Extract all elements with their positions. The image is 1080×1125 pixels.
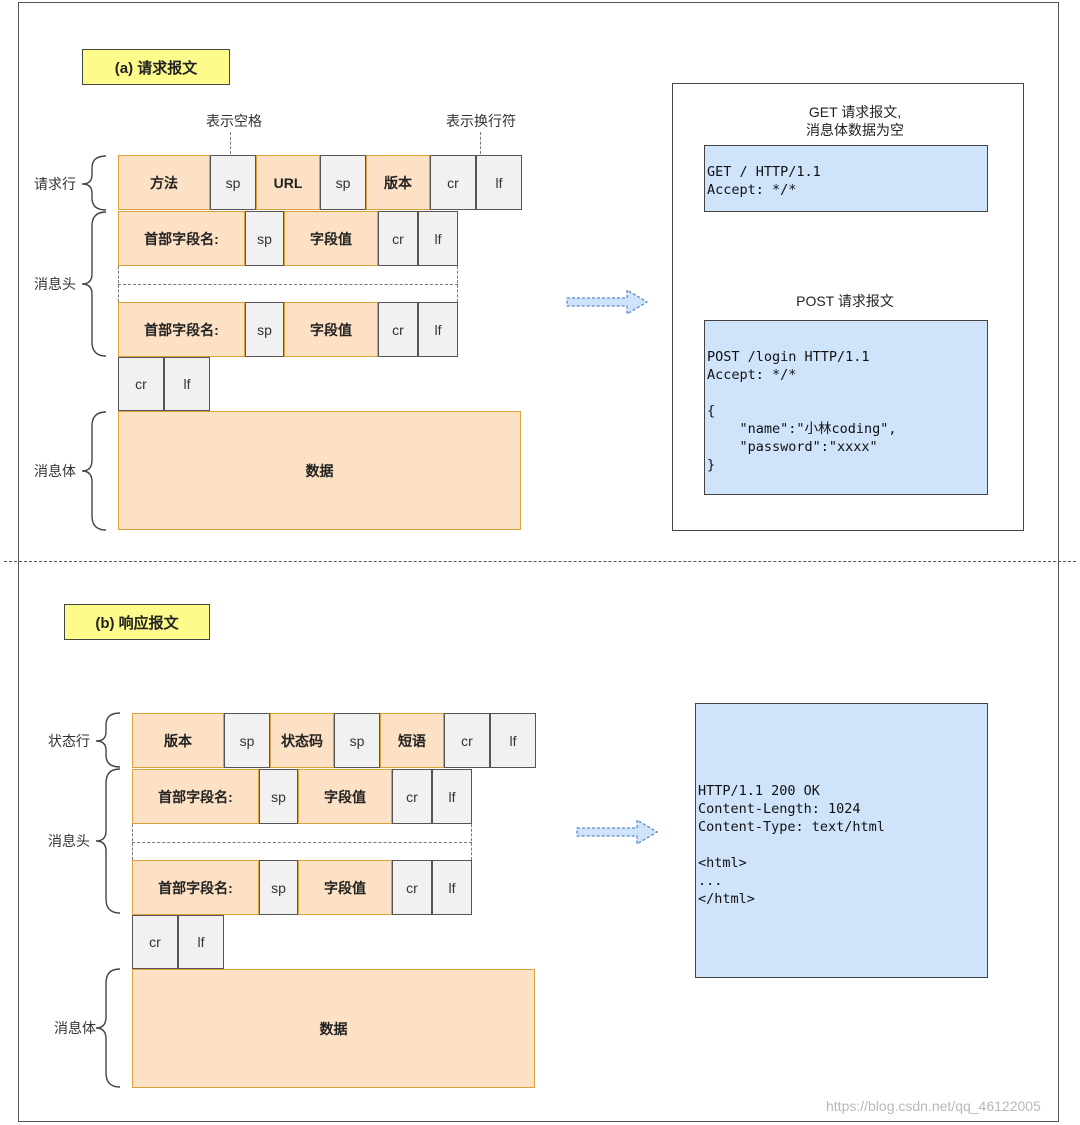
cell-cr: cr <box>132 915 178 969</box>
get-caption: GET 请求报文, 消息体数据为空 <box>760 103 950 139</box>
post-request-code: POST /login HTTP/1.1 Accept: */* { "name… <box>704 320 988 495</box>
cell-sp: sp <box>210 155 256 210</box>
request-title-tag: (a) 请求报文 <box>82 49 230 85</box>
cell-lf: lf <box>490 713 536 768</box>
response-example-code: HTTP/1.1 200 OK Content-Length: 1024 Con… <box>695 703 988 978</box>
cell-lf: lf <box>432 860 472 915</box>
request-title: (a) 请求报文 <box>114 59 198 77</box>
response-title: (b) 响应报文 <box>95 614 179 632</box>
cell-cr: cr <box>378 211 418 266</box>
cell-method: 方法 <box>118 155 210 210</box>
cell-version: 版本 <box>366 155 430 210</box>
cell-header-value: 字段值 <box>298 860 392 915</box>
cell-sp: sp <box>259 860 298 915</box>
cell-lf: lf <box>418 211 458 266</box>
note-space-pointer <box>230 132 231 154</box>
cell-url: URL <box>256 155 320 210</box>
cell-lf: lf <box>476 155 522 210</box>
cell-sp: sp <box>334 713 380 768</box>
response-title-tag: (b) 响应报文 <box>64 604 210 640</box>
cell-sp: sp <box>259 769 298 824</box>
label-request-headers: 消息头 <box>34 276 76 292</box>
label-request-line: 请求行 <box>34 176 76 192</box>
cell-sp: sp <box>224 713 270 768</box>
cell-sp: sp <box>245 211 284 266</box>
cell-lf: lf <box>432 769 472 824</box>
get-caption-line2: 消息体数据为空 <box>806 122 904 138</box>
header-gap-separator <box>132 842 472 843</box>
cell-lf: lf <box>418 302 458 357</box>
post-caption: POST 请求报文 <box>796 293 894 309</box>
cell-status-code: 状态码 <box>270 713 334 768</box>
get-caption-line1: GET 请求报文, <box>808 104 902 120</box>
label-response-headers: 消息头 <box>48 833 90 849</box>
cell-header-value: 字段值 <box>284 211 378 266</box>
note-space: 表示空格 <box>206 113 262 129</box>
cell-header-value: 字段值 <box>298 769 392 824</box>
diagram-frame <box>18 2 1059 1122</box>
cell-sp: sp <box>245 302 284 357</box>
cell-cr: cr <box>444 713 490 768</box>
cell-cr: cr <box>392 860 432 915</box>
cell-cr: cr <box>118 357 164 411</box>
cell-phrase: 短语 <box>380 713 444 768</box>
watermark: https://blog.csdn.net/qq_46122005 <box>826 1098 1041 1114</box>
cell-body-data: 数据 <box>132 969 535 1088</box>
cell-cr: cr <box>430 155 476 210</box>
request-arrow-icon <box>566 288 649 316</box>
cell-cr: cr <box>392 769 432 824</box>
cell-cr: cr <box>378 302 418 357</box>
section-divider <box>4 561 1076 562</box>
cell-header-name: 首部字段名: <box>118 211 245 266</box>
cell-header-name: 首部字段名: <box>132 769 259 824</box>
label-response-body: 消息体 <box>54 1020 96 1036</box>
get-request-code: GET / HTTP/1.1 Accept: */* <box>704 145 988 212</box>
response-braces <box>95 712 121 1088</box>
note-newline-pointer <box>480 132 481 154</box>
label-request-body: 消息体 <box>34 463 76 479</box>
note-newline: 表示换行符 <box>446 113 516 129</box>
request-braces <box>81 155 107 531</box>
header-gap-separator <box>118 284 458 285</box>
cell-header-value: 字段值 <box>284 302 378 357</box>
response-arrow-icon <box>576 818 659 846</box>
cell-header-name: 首部字段名: <box>132 860 259 915</box>
cell-sp: sp <box>320 155 366 210</box>
label-status-line: 状态行 <box>48 733 90 749</box>
cell-header-name: 首部字段名: <box>118 302 245 357</box>
cell-version: 版本 <box>132 713 224 768</box>
cell-lf: lf <box>178 915 224 969</box>
cell-lf: lf <box>164 357 210 411</box>
cell-body-data: 数据 <box>118 411 521 530</box>
